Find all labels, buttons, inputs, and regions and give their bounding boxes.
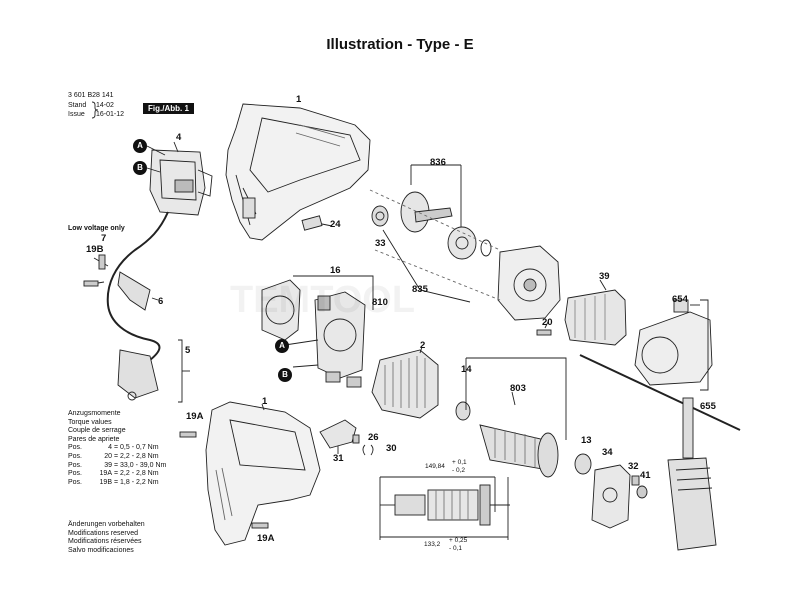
figure-tag: Fig./Abb. 1 [143, 103, 194, 114]
dim-2-minus: - 0,1 [449, 545, 463, 552]
label-part-34: 34 [602, 447, 613, 458]
label-part-20: 20 [542, 317, 553, 328]
aux-handle [579, 299, 741, 551]
badge-a-top: A [133, 139, 147, 153]
page-title: Illustration - Type - E [326, 36, 474, 53]
label-part-4: 4 [176, 132, 182, 143]
bracket-5 [178, 339, 183, 403]
label-part-33: 33 [375, 238, 386, 249]
modification-notes: Änderungen vorbehalten Modifications res… [68, 521, 145, 555]
bearing-33 [371, 205, 389, 227]
badge-b-mid: B [278, 368, 292, 382]
label-part-41: 41 [640, 470, 651, 481]
torque-row: Pos. 19A = 2,2 - 2,8 Nm [68, 470, 159, 478]
stand-value: 14-02 [96, 102, 114, 109]
label-part-1-bottom: 1 [262, 396, 268, 407]
lower-housing [205, 401, 321, 546]
label-part-6: 6 [158, 296, 164, 307]
torque-row: Pos. 39 = 33,0 - 39,0 Nm [68, 461, 167, 469]
note-de: Änderungen vorbehalten [68, 521, 145, 528]
armature-803 [455, 401, 592, 478]
label-part-19b: 19B [86, 244, 104, 255]
low-voltage-note: Low voltage only [68, 225, 125, 232]
stand-label: Stand [68, 102, 87, 109]
brush-holder-16 [261, 279, 366, 388]
label-part-24: 24 [330, 219, 341, 230]
label-part-1-top: 1 [296, 94, 302, 105]
screw-19a-bot [251, 522, 269, 529]
field-2 [371, 349, 439, 419]
label-part-5: 5 [185, 345, 191, 356]
upper-housing [225, 103, 371, 241]
armature-dimension-sketch [379, 476, 510, 540]
label-part-26: 26 [368, 432, 379, 443]
switch-assembly [149, 149, 213, 216]
torque-title-es: Pares de apriete [68, 435, 120, 443]
label-part-836: 836 [430, 157, 446, 168]
header-brace [91, 101, 99, 119]
torque-title-fr: Couple de serrage [68, 427, 126, 435]
dim-2-main: 133,2 [424, 541, 441, 548]
label-part-13: 13 [581, 435, 592, 446]
chuck-39 [564, 289, 627, 346]
label-part-16: 16 [330, 265, 341, 276]
torque-row: Pos. 20 = 2,2 - 2,8 Nm [68, 452, 159, 460]
dim-1-minus: - 0,2 [452, 467, 466, 474]
note-fr: Modifications réservées [68, 538, 142, 546]
note-en: Modifications reserved [68, 529, 139, 537]
label-part-2: 2 [420, 340, 426, 351]
dim-1-plus: + 0,1 [452, 459, 467, 466]
issue-value: 16-01-12 [96, 111, 125, 118]
label-part-32: 32 [628, 461, 639, 472]
label-part-654: 654 [672, 294, 688, 305]
dim-2-plus: + 0,25 [449, 537, 468, 544]
baffle-34 [591, 464, 631, 529]
screw-19a-top [179, 431, 197, 438]
label-part-39: 39 [599, 271, 610, 282]
watermark-logo: TEMTOOL [230, 279, 415, 321]
gear-housing-835 [497, 245, 561, 321]
note-es: Salvo modificaciones [68, 546, 134, 554]
label-part-810: 810 [372, 297, 388, 308]
label-part-14: 14 [461, 364, 472, 375]
issue-label: Issue [68, 111, 85, 118]
torque-table: Anzugsmomente Torque values Couple de se… [68, 410, 186, 487]
leader-835 [382, 229, 471, 303]
torque-title-en: Torque values [68, 418, 112, 426]
dim-1-main: 149,84 [425, 463, 445, 470]
part-number: 3 601 B28 141 [68, 92, 114, 99]
screw-20 [536, 321, 552, 336]
label-part-835: 835 [412, 284, 428, 295]
carbon-brush-24 [301, 215, 333, 231]
label-part-7: 7 [101, 233, 107, 244]
label-part-30: 30 [386, 443, 397, 454]
badge-a-mid: A [275, 339, 289, 353]
gear-836 [400, 191, 492, 260]
label-part-803: 803 [510, 383, 526, 394]
switch-button-31 [319, 419, 357, 449]
label-part-655: 655 [700, 401, 716, 412]
torque-title-de: Anzugsmomente [68, 410, 121, 417]
power-cord [83, 211, 169, 401]
badge-b-top: B [133, 161, 147, 175]
label-part-19a-left: 19A [186, 411, 204, 422]
bracket-836 [410, 164, 462, 227]
label-part-31: 31 [333, 453, 344, 464]
torque-row: Pos. 19B = 1,8 - 2,2 Nm [68, 478, 159, 486]
label-part-19a-bottom: 19A [257, 533, 275, 544]
torque-row: Pos. 4 = 0,5 - 0,7 Nm [68, 444, 159, 452]
